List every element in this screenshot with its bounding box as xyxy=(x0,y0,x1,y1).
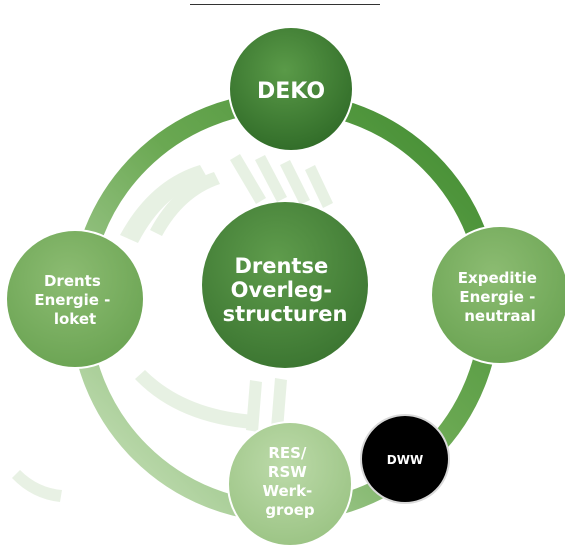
watermark-logo xyxy=(12,154,333,502)
cut-off-title xyxy=(190,0,380,10)
node-dww-label: DWW xyxy=(387,453,423,467)
node-center-label: Drentse Overleg- structuren xyxy=(223,254,348,326)
node-deko: DEKO xyxy=(228,26,354,152)
node-right-label: Expeditie Energie - neutraal xyxy=(458,269,542,325)
node-expeditie-energieneutraal: Expeditie Energie - neutraal xyxy=(430,225,565,365)
node-drents-energieloket: Drents Energie - loket xyxy=(5,229,145,369)
node-center: Drentse Overleg- structuren xyxy=(202,202,368,368)
node-res-rsw-werkgroep: RES/ RSW Werk- groep xyxy=(227,421,353,547)
node-dww: DWW xyxy=(360,414,450,504)
node-bottom-label: RES/ RSW Werk- groep xyxy=(262,444,317,519)
node-left-label: Drents Energie - loket xyxy=(34,272,115,328)
node-deko-label: DEKO xyxy=(257,79,325,104)
